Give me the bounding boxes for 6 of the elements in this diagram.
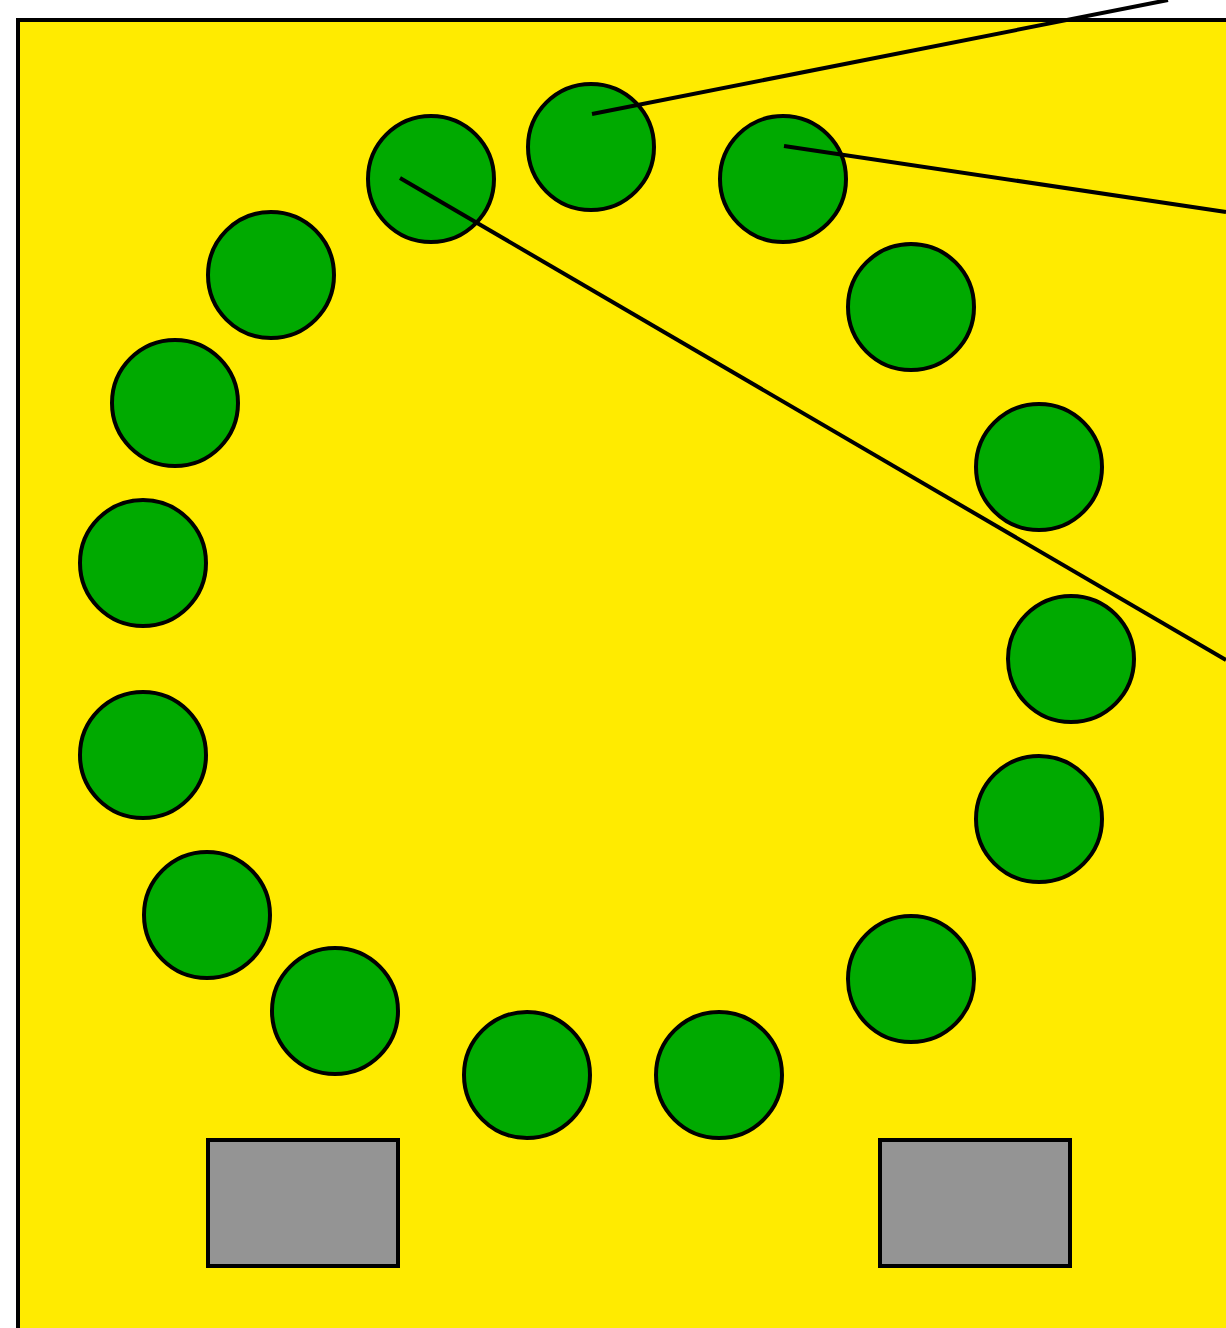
leader-line xyxy=(591,0,1169,116)
table-rect xyxy=(206,1138,400,1268)
table-rect xyxy=(878,1138,1072,1268)
leader-line xyxy=(783,144,1226,214)
leader-line xyxy=(399,176,1226,662)
floor-panel xyxy=(16,18,1226,1328)
